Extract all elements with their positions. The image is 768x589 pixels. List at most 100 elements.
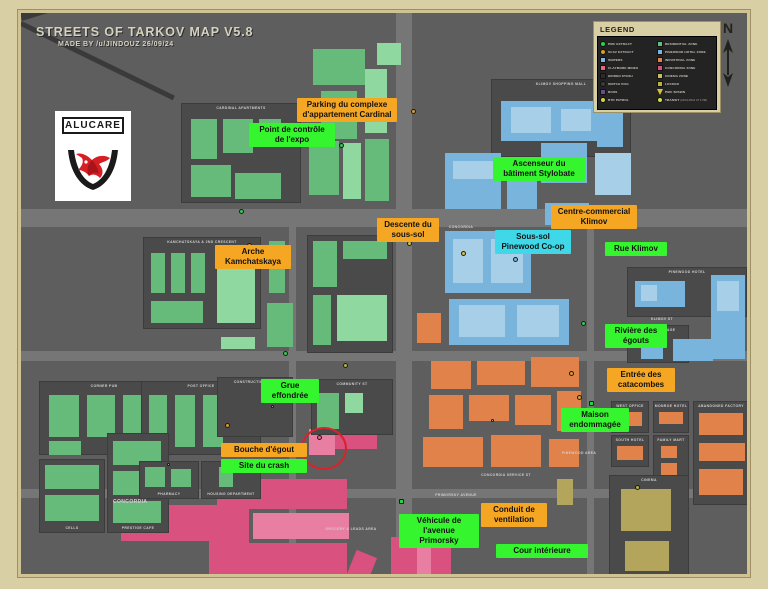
- legend-item: TRANSIT (AVAILABLE AT 2 PM): [657, 96, 714, 103]
- pmc-extract-marker[interactable]: [339, 143, 344, 148]
- building-block: [309, 141, 339, 195]
- road-horizontal-south: [21, 489, 747, 498]
- building-block: [317, 393, 339, 429]
- building-block: [313, 241, 337, 287]
- building-block: [517, 305, 559, 337]
- area-label: GROCERY & LEADS AREA: [325, 527, 377, 531]
- building-block: [191, 119, 217, 159]
- compass: N: [717, 21, 739, 97]
- legend-swatch-icon: [657, 80, 663, 87]
- scav-extract-marker[interactable]: [577, 395, 582, 400]
- building-block: [661, 446, 677, 458]
- legend-item: SNIPERS: [600, 56, 657, 63]
- road-horizontal-mid: [21, 351, 747, 361]
- building-block: [151, 301, 203, 323]
- area-label: ABANDONED FACTORY: [698, 404, 744, 408]
- building-block: [313, 295, 331, 345]
- legend-item-label: RESIDENTIAL ZONE: [665, 41, 698, 46]
- legend-item-label: SNITCH BUG: [608, 81, 629, 86]
- building-block: [175, 395, 195, 447]
- building-block: [417, 313, 441, 343]
- building-block: [515, 395, 551, 425]
- locker-marker[interactable]: [343, 363, 348, 368]
- pmc-spawn-marker[interactable]: [461, 251, 466, 256]
- pmc-extract-marker[interactable]: [581, 321, 586, 326]
- callout-vehicule-primorsky[interactable]: Véhicule de l'avenue Primorsky: [399, 514, 479, 548]
- callout-sous-sol-pinewood[interactable]: Sous-sol Pinewood Co-op: [495, 230, 571, 254]
- building-block: [171, 469, 191, 487]
- legend-item: CINEMA ZONE: [657, 72, 714, 79]
- legend-swatch-icon: [657, 48, 663, 55]
- callout-site-du-crash[interactable]: Site du crash: [221, 459, 307, 473]
- area-label: CINEMA: [641, 478, 657, 482]
- legend-swatch-icon: [657, 56, 663, 63]
- building-block: [625, 541, 669, 571]
- building-block: [267, 303, 293, 347]
- road-vertical-east: [587, 227, 594, 574]
- pmc-extract-marker[interactable]: [589, 401, 594, 406]
- building-block: [477, 361, 525, 385]
- building-block: [45, 495, 99, 521]
- legend-swatch-icon: [600, 48, 606, 55]
- hidden-stash-marker[interactable]: [491, 419, 494, 422]
- callout-entree-catacombes[interactable]: Entrée des catacombes: [607, 368, 675, 392]
- legend-item: CLAYMORE MINES: [600, 64, 657, 71]
- area-label: SOUTH HOTEL: [615, 438, 645, 442]
- callout-grue-effondree[interactable]: Grue effondrée: [261, 379, 319, 403]
- locker-marker[interactable]: [635, 485, 640, 490]
- building-block: [557, 479, 573, 505]
- building-block: [49, 441, 81, 455]
- building-block: [253, 513, 349, 539]
- building-block: [431, 361, 471, 389]
- callout-conduit-ventilation[interactable]: Conduit de ventilation: [481, 503, 547, 527]
- callout-cour-interieure[interactable]: Cour intérieure: [496, 544, 588, 558]
- pmc-extract-marker[interactable]: [399, 499, 404, 504]
- page-title: STREETS OF TARKOV MAP V5.8: [36, 25, 254, 39]
- area-label: MONROE HOTEL: [654, 404, 688, 408]
- building-block: [595, 153, 631, 195]
- callout-maison-endommagee[interactable]: Maison endommagée: [561, 408, 629, 432]
- area-label: CONCORDIA SERVICE ST: [481, 473, 531, 477]
- dragon-head-icon: [62, 132, 124, 199]
- legend-swatch-icon: [657, 96, 663, 103]
- callout-point-controle-expo[interactable]: Point de contrôle de l'expo: [249, 123, 335, 147]
- building-block: [145, 467, 165, 487]
- sniper-marker[interactable]: [513, 257, 518, 262]
- callout-bouche-egout[interactable]: Bouche d'égout: [221, 443, 307, 457]
- callout-arche-kamchatskaya[interactable]: Arche Kamchatskaya: [215, 245, 291, 269]
- page-subtitle: MADE BY /u/JINDOUZ 26/09/24: [58, 41, 174, 48]
- callout-riviere-egouts[interactable]: Rivière des égouts: [605, 324, 667, 348]
- area-label: COMMUNITY ST: [336, 382, 368, 386]
- pmc-extract-marker[interactable]: [239, 209, 244, 214]
- legend-swatch-icon: [657, 72, 663, 79]
- callout-descente-sous-sol[interactable]: Descente du sous-sol: [377, 218, 439, 242]
- building-block: [429, 395, 463, 429]
- hidden-stash-marker[interactable]: [167, 463, 170, 466]
- legend-item-label: CINEMA ZONE: [665, 73, 689, 78]
- building-block: [45, 465, 99, 489]
- scav-extract-marker[interactable]: [411, 109, 416, 114]
- legend-item: BOSS: [600, 88, 657, 95]
- building-block: [453, 239, 483, 283]
- transit-marker[interactable]: [137, 29, 142, 34]
- building-block: [343, 143, 361, 199]
- building-block: [511, 107, 551, 133]
- logo-wordmark: ALUCARE: [62, 117, 124, 134]
- scav-extract-marker[interactable]: [225, 423, 230, 428]
- callout-centre-commercial[interactable]: Centre-commercial Klimov: [551, 205, 637, 229]
- pmc-extract-marker[interactable]: [283, 351, 288, 356]
- building-block: [621, 489, 671, 531]
- callout-ascenseur-stylobate[interactable]: Ascenseur du bâtiment Stylobate: [493, 157, 585, 181]
- building-block: [597, 113, 623, 147]
- building-block: [617, 446, 643, 460]
- building-block: [151, 253, 165, 293]
- legend-swatch-icon: [600, 72, 606, 79]
- scav-extract-marker[interactable]: [569, 371, 574, 376]
- legend-swatch-icon: [657, 40, 663, 47]
- compass-north-label: N: [722, 20, 734, 36]
- hidden-stash-marker[interactable]: [271, 405, 274, 408]
- callout-parking-cardinal[interactable]: Parking du complexe d'appartement Cardin…: [297, 98, 397, 122]
- legend-item-label: SCAV EXTRACT: [608, 49, 634, 54]
- callout-rue-klimov[interactable]: Rue Klimov: [605, 242, 667, 256]
